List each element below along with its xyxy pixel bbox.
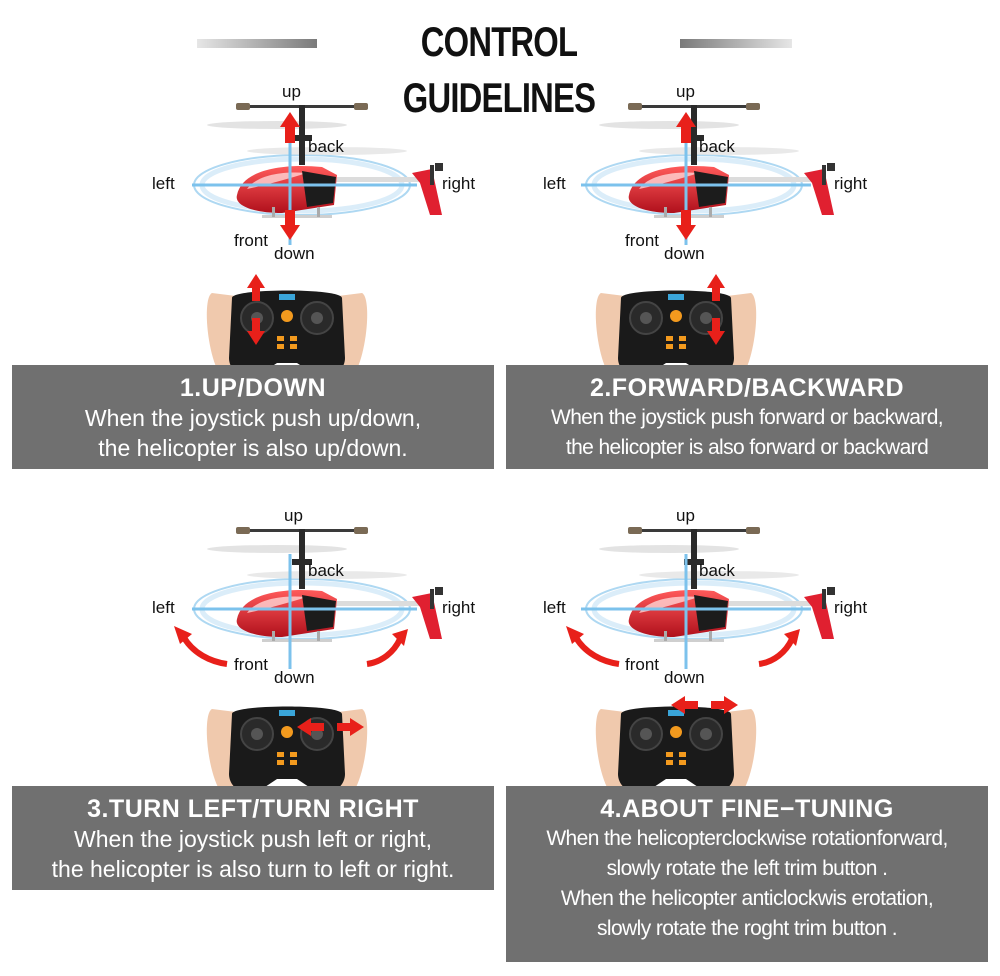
rotate-left-arrow-icon [571, 632, 620, 667]
panel-fine-tuning: up back left right front down 4.ABOUT FI… [506, 494, 996, 974]
label-left: left [543, 598, 566, 617]
label-up: up [284, 506, 303, 525]
label-front: front [234, 655, 269, 674]
caption-line: When the joystick push up/down, [84, 405, 422, 431]
front-arrow-icon [676, 210, 696, 240]
trim-right-arrow-icon [711, 696, 738, 714]
helicopter-illustration [12, 70, 502, 387]
label-up: up [676, 506, 695, 525]
header-left-bar [197, 39, 317, 48]
caption-line: When the helicopter anticlockwis erotati… [560, 887, 934, 910]
caption-line: slowly rotate the left trim button . [606, 857, 888, 880]
caption-box: 1.UP/DOWN When the joystick push up/down… [12, 365, 494, 469]
label-up: up [676, 82, 695, 101]
caption-line: When the joystick push forward or backwa… [550, 406, 944, 429]
stick-down-arrow-icon [247, 318, 265, 345]
label-back: back [308, 137, 344, 156]
label-down: down [664, 668, 705, 687]
caption-line: the helicopter is also turn to left or r… [51, 856, 455, 882]
label-front: front [625, 231, 660, 250]
caption-title: 3.TURN LEFT/TURN RIGHT [87, 795, 419, 823]
helicopter-illustration [174, 494, 502, 803]
panel-forward-backward: up back left right front down 2.FORWARD/… [506, 70, 996, 550]
label-down: down [274, 668, 315, 687]
label-left: left [152, 174, 175, 193]
panel-turn-left-right: up back left right front down 3.TURN LEF… [12, 494, 502, 974]
label-up: up [282, 82, 301, 101]
stick-backward-arrow-icon [707, 318, 725, 345]
caption-line: the helicopter is also up/down. [98, 435, 408, 461]
caption-title: 2.FORWARD/BACKWARD [589, 374, 905, 402]
rotate-right-arrow-icon [758, 637, 795, 667]
caption-title: 1.UP/DOWN [179, 374, 327, 402]
caption-line: the helicopter is also forward or backwa… [565, 436, 929, 459]
label-back: back [308, 561, 344, 580]
stick-forward-arrow-icon [707, 274, 725, 301]
label-back: back [699, 137, 735, 156]
stick-left-arrow-icon [297, 718, 324, 736]
stick-right-arrow-icon [337, 718, 364, 736]
caption-line: When the joystick push left or right, [74, 826, 432, 852]
label-left: left [152, 598, 175, 617]
label-left: left [543, 174, 566, 193]
caption-line: When the helicopterclockwise rotationfor… [546, 827, 948, 850]
rotate-left-arrow-icon [179, 632, 228, 667]
trim-left-arrow-icon [671, 696, 698, 714]
stick-up-arrow-icon [247, 274, 265, 301]
caption-box: 2.FORWARD/BACKWARD When the joystick pus… [506, 365, 988, 469]
caption-line: slowly rotate the roght trim button . [597, 917, 898, 940]
header-right-bar [680, 39, 792, 48]
label-back: back [699, 561, 735, 580]
helicopter-illustration [566, 494, 996, 803]
page-title: CONTROL GUIDELINES [402, 18, 596, 121]
label-right: right [442, 598, 476, 617]
panel-up-down: up back left right front down 1.UP/DOWN … [12, 70, 502, 550]
label-down: down [274, 244, 315, 263]
label-down: down [664, 244, 705, 263]
helicopter-illustration [581, 70, 996, 387]
back-arrow-icon [676, 112, 696, 143]
rotate-right-arrow-icon [366, 637, 403, 667]
label-right: right [834, 598, 868, 617]
down-arrow-icon [280, 210, 300, 240]
label-right: right [834, 174, 868, 193]
caption-box: 4.ABOUT FINE−TUNING When the helicopterc… [506, 786, 988, 962]
label-front: front [625, 655, 660, 674]
up-arrow-icon [280, 112, 300, 143]
label-front: front [234, 231, 269, 250]
label-right: right [442, 174, 476, 193]
caption-box: 3.TURN LEFT/TURN RIGHT When the joystick… [12, 786, 494, 890]
caption-title: 4.ABOUT FINE−TUNING [600, 795, 894, 823]
